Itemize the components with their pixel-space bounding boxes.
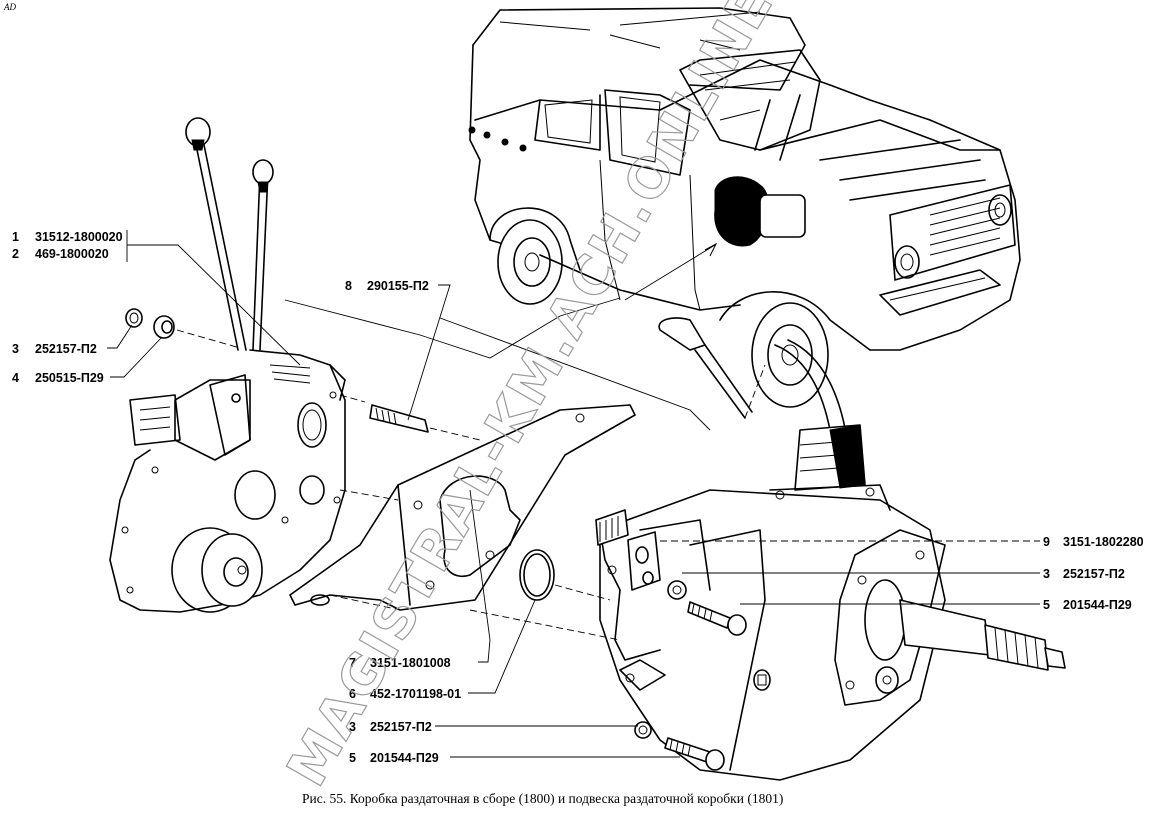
callout-number: 6: [349, 687, 356, 701]
uaz-vehicle-icon: [468, 7, 1021, 419]
bolt-icon: [687, 601, 747, 636]
part-number-label: 250515-П29: [35, 371, 104, 385]
corner-mark: AD: [3, 2, 16, 12]
figure-caption: Рис. 55. Коробка раздаточная в сборе (18…: [302, 791, 783, 806]
nut-icon: [153, 315, 175, 339]
sealing-ring-icon: [519, 549, 555, 601]
part-number-label: 3151-1801008: [370, 656, 451, 670]
part-number-label: 201544-П29: [370, 751, 439, 765]
part-number-label: 31512-1800020: [35, 230, 123, 244]
callout-number: 1: [12, 230, 19, 244]
part-number-label: 452-1701198-01: [370, 687, 461, 701]
part-number-label: 3151-1802280: [1063, 535, 1144, 549]
part-number-label: 252157-П2: [1063, 567, 1125, 581]
callout-number: 9: [1043, 535, 1050, 549]
callout-number: 4: [12, 371, 19, 385]
part-number-label: 252157-П2: [35, 342, 97, 356]
callouts-left: 1 31512-1800020 2 469-1800020 3 252157-П…: [12, 230, 123, 385]
washer-icon: [125, 308, 143, 328]
callout-number: 3: [1043, 567, 1050, 581]
callout-number: 3: [349, 720, 356, 734]
lock-washer-lower-icon: [634, 721, 652, 739]
part-number-label: 201544-П29: [1063, 598, 1132, 612]
bolt-lower-icon: [664, 737, 725, 771]
lock-washer-icon: [667, 580, 687, 600]
callout-number: 3: [12, 342, 19, 356]
part-number-label: 469-1800020: [35, 247, 109, 261]
callout-number: 5: [349, 751, 356, 765]
callout-number: 7: [349, 656, 356, 670]
gearbox-assembly-icon: [595, 339, 1066, 781]
callout-number: 2: [12, 247, 19, 261]
callout-number: 8: [345, 279, 352, 293]
callouts-bottom: 7 3151-1801008 6 452-1701198-01 3 252157…: [349, 656, 461, 765]
callouts-top: 8 290155-П2: [345, 279, 429, 293]
transfer-case-assembly-icon: [109, 117, 366, 613]
part-number-label: 290155-П2: [367, 279, 429, 293]
callout-number: 5: [1043, 598, 1050, 612]
callouts-right: 9 3151-1802280 3 252157-П2 5 201544-П29: [1043, 535, 1144, 612]
stud-icon: [369, 404, 481, 441]
part-number-label: 252157-П2: [370, 720, 432, 734]
